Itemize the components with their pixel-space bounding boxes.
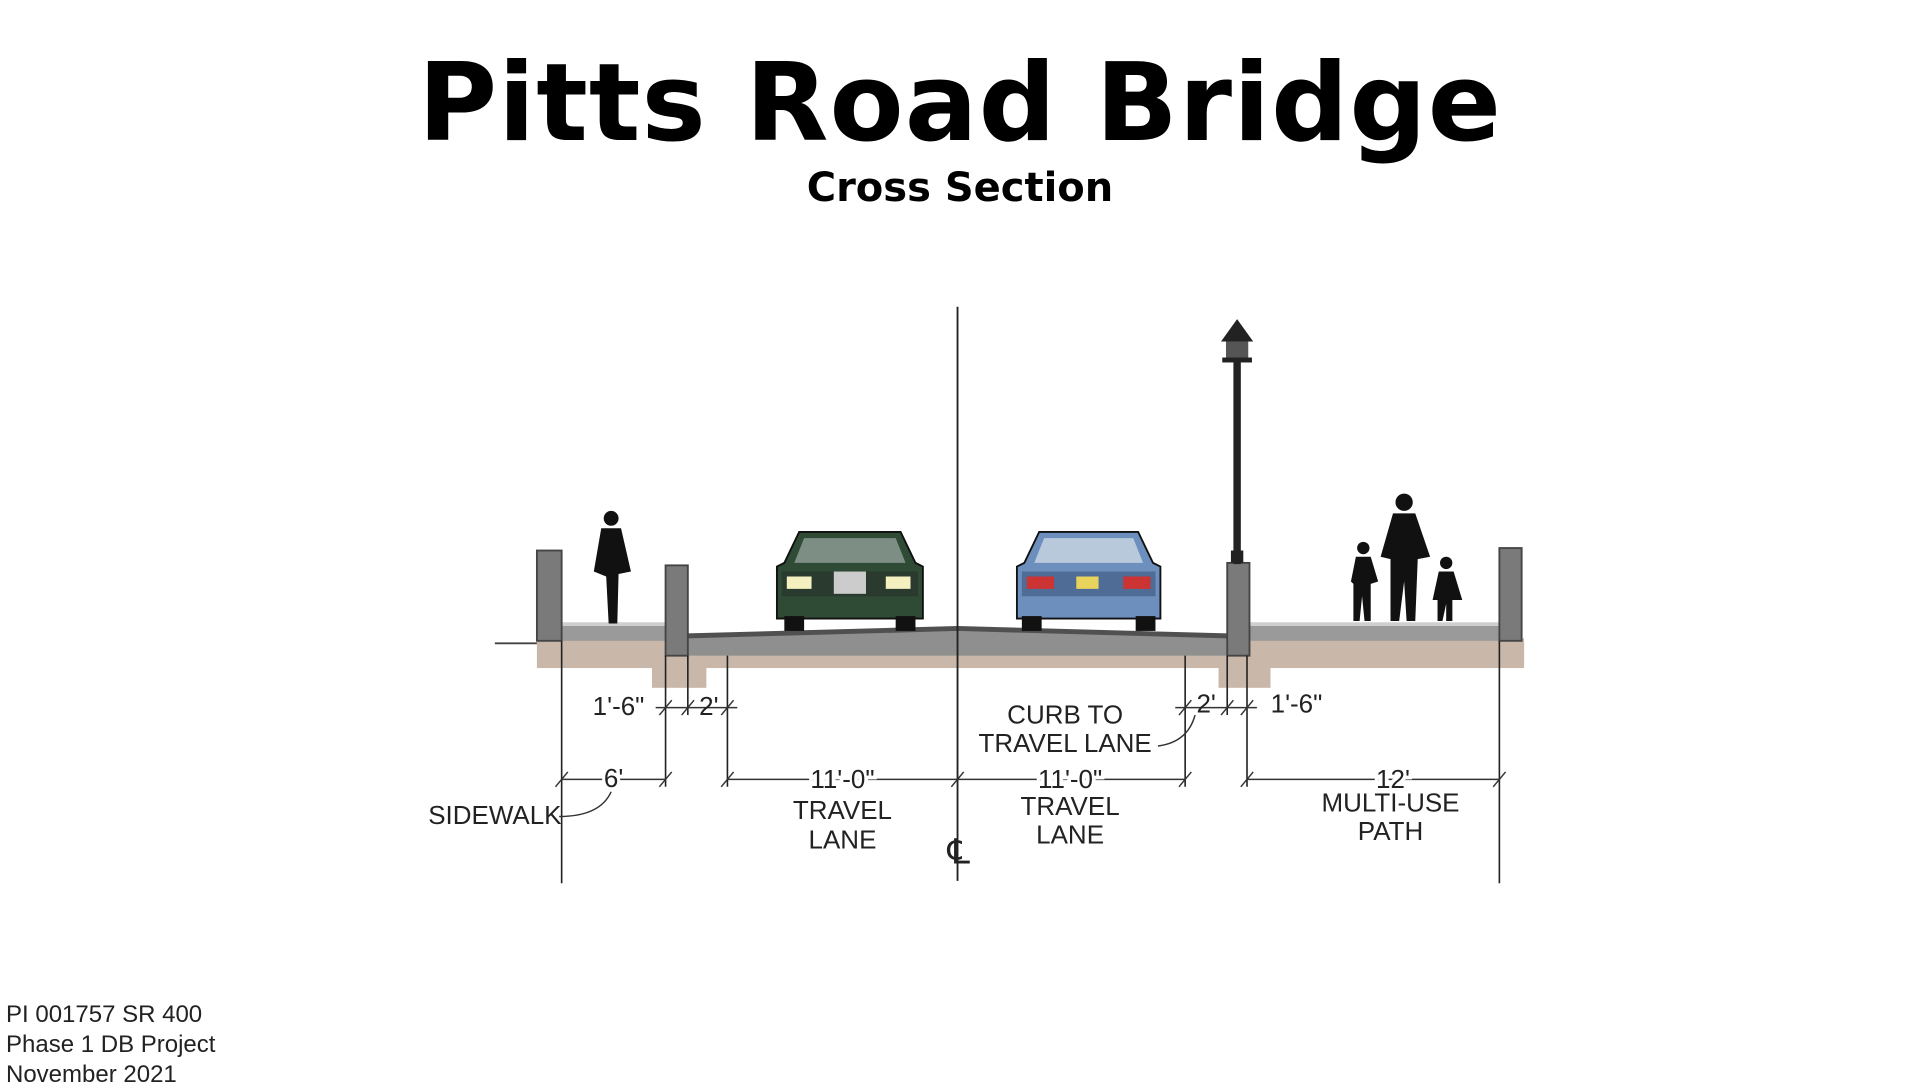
dim-left-curb-offset: 1'-6" xyxy=(593,691,645,721)
page-subtitle: Cross Section xyxy=(806,165,1114,211)
label-curb-to-travel-lane-2: TRAVEL LANE xyxy=(979,728,1152,758)
street-lamp xyxy=(1221,319,1254,565)
page-title: Pitts Road Bridge xyxy=(418,41,1502,166)
left-barrier xyxy=(535,549,563,642)
dim-left-lane-width: 11'-0" xyxy=(810,764,874,794)
label-travel-lane-left-1: TRAVEL xyxy=(793,795,892,825)
pedestrian-left xyxy=(593,510,631,624)
multi-use-path-deck xyxy=(1249,624,1500,641)
dim-path-width: 12' xyxy=(1376,764,1410,794)
dimension-lines xyxy=(554,699,1507,818)
label-multi-use-path-2: PATH xyxy=(1358,816,1423,846)
label-travel-lane-left-2: LANE xyxy=(809,825,877,855)
label-travel-lane-right-1: TRAVEL xyxy=(1021,791,1120,821)
dim-right-gutter: 2' xyxy=(1196,689,1215,719)
project-info: PI 001757 SR 400 Phase 1 DB Project Nove… xyxy=(6,1000,215,1090)
right-barrier xyxy=(1498,547,1523,642)
project-phase: Phase 1 DB Project xyxy=(6,1031,216,1058)
left-car xyxy=(775,531,924,631)
right-car xyxy=(1015,531,1162,631)
dimension-labels: 1'-6" 2' 2' 1'-6" 6' 11'-0" 11'-0" 12' S… xyxy=(428,689,1459,873)
label-multi-use-path-1: MULTI-USE xyxy=(1321,788,1459,818)
family-pedestrians xyxy=(1350,493,1463,622)
project-id: PI 001757 SR 400 xyxy=(6,1001,203,1028)
label-curb-to-travel-lane-1: CURB TO xyxy=(1007,700,1123,730)
dim-left-gutter: 2' xyxy=(699,691,718,721)
extension-lines xyxy=(560,640,1501,884)
right-curb xyxy=(1226,561,1251,657)
centerline-symbol: ℄ xyxy=(947,833,970,873)
project-date: November 2021 xyxy=(6,1061,177,1088)
left-curb xyxy=(664,564,689,657)
dim-right-curb-offset: 1'-6" xyxy=(1271,689,1323,719)
dim-sidewalk-width: 6' xyxy=(604,763,623,793)
label-sidewalk: SIDEWALK xyxy=(428,800,562,830)
sidewalk-deck xyxy=(561,624,666,641)
label-travel-lane-right-2: LANE xyxy=(1036,820,1104,850)
dim-right-lane-width: 11'-0" xyxy=(1038,764,1102,794)
